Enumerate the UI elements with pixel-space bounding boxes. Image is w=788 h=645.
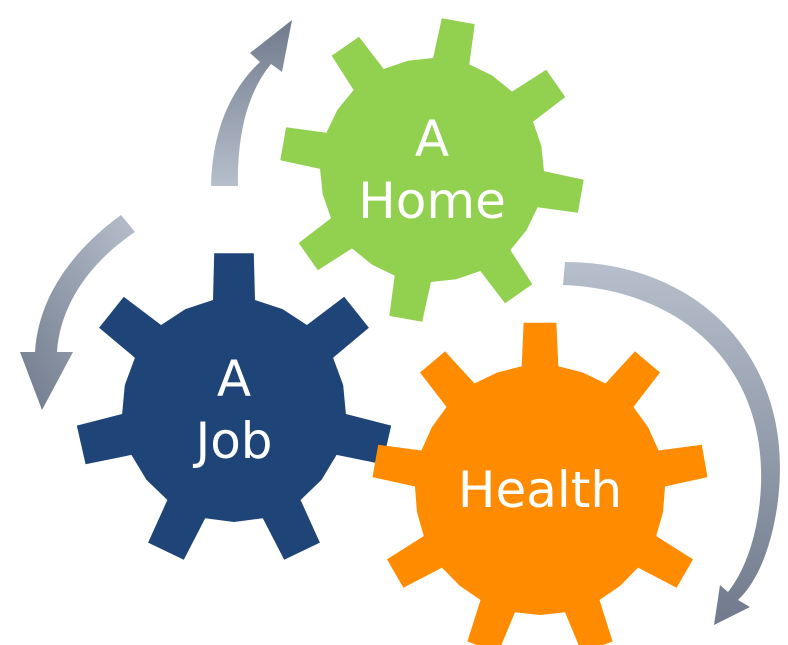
- health-gear: [372, 322, 708, 645]
- home-gear-label-line-1: A: [414, 110, 450, 168]
- cycle-arrow-left-down: [20, 215, 135, 410]
- health-gear-label-line-1: Health: [457, 461, 623, 519]
- job-gear-label-line-2: Job: [195, 412, 273, 470]
- home-gear-label: A Home: [358, 108, 506, 232]
- job-gear-label: A Job: [195, 348, 272, 472]
- job-gear: [76, 253, 392, 560]
- cycle-arrow-job-to-home: [211, 20, 292, 186]
- home-gear: [280, 18, 584, 322]
- cycle-arrow-home-to-health: [563, 262, 780, 625]
- job-gear-label-line-1: A: [216, 350, 252, 408]
- health-gear-label: Health: [458, 459, 622, 521]
- home-gear-label-line-2: Home: [358, 172, 506, 230]
